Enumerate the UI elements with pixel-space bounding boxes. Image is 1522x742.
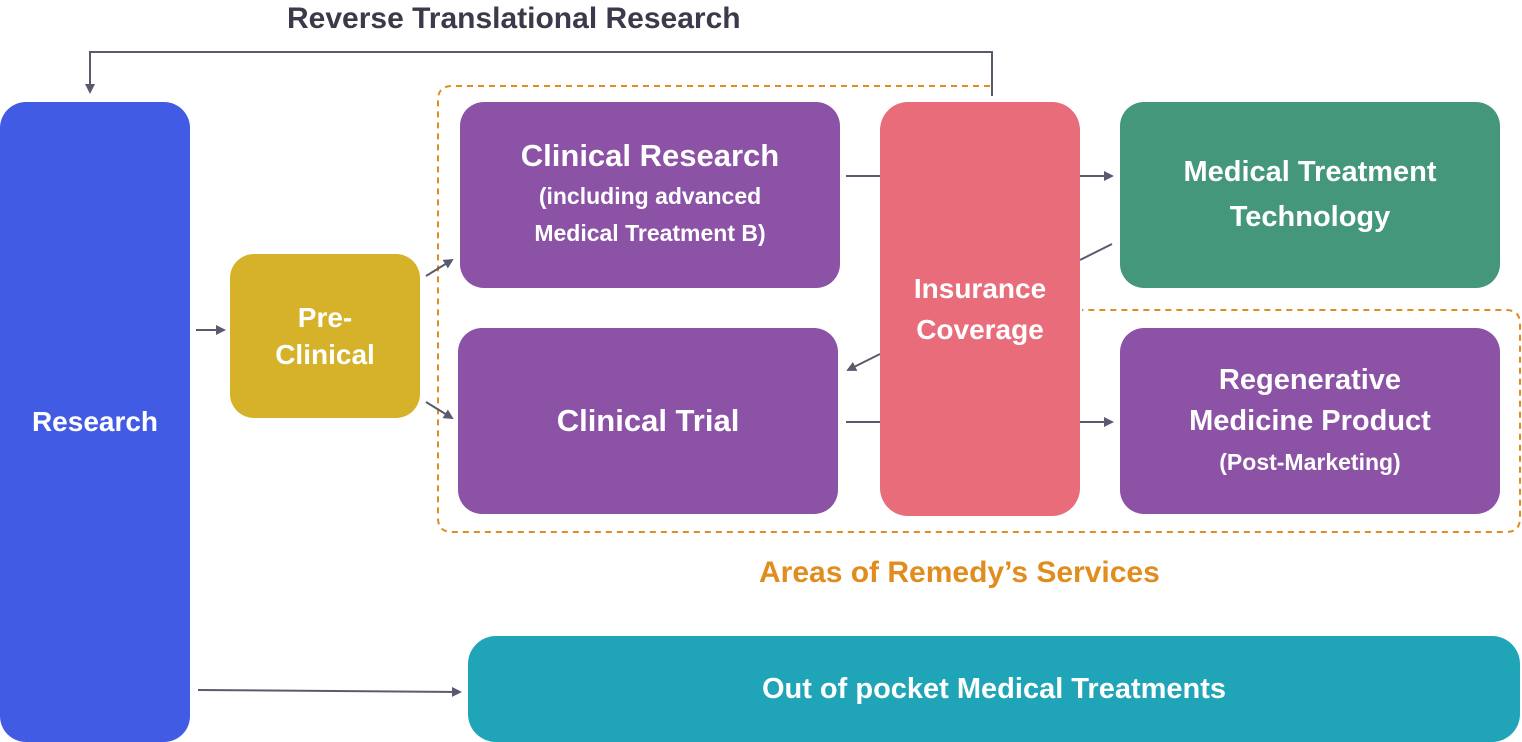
regen-sub-label: (Post-Marketing)	[1219, 448, 1401, 475]
preclinical-label-line2: Clinical	[275, 339, 375, 370]
regen-label-line2: Medicine Product	[1189, 404, 1431, 437]
areas-of-services-label: Areas of Remedy’s Services	[759, 556, 1160, 589]
line-med-tech-to-insurance	[1079, 243, 1113, 261]
research-label: Research	[31, 406, 159, 437]
out-of-pocket-label: Out of pocket Medical Treatments	[761, 672, 1227, 705]
clinical-trial-box: Clinical Trial	[458, 328, 838, 514]
regenerative-medicine-box: Regenerative Medicine Product (Post-Mark…	[1120, 328, 1500, 514]
regen-label-line1: Regenerative	[1218, 363, 1402, 396]
preclinical-box: Pre- Clinical	[230, 254, 420, 418]
research-box: Research	[0, 102, 190, 742]
arrow-insurance-to-clinical-trial	[846, 353, 881, 371]
preclinical-label-line1: Pre-	[297, 302, 353, 333]
clinical-research-sub-line2: Medical Treatment B)	[534, 220, 766, 246]
clinical-research-box: Clinical Research (including advanced Me…	[460, 102, 840, 288]
arrow-preclinical-to-clinical-research	[425, 258, 454, 277]
clinical-research-sub-line1: (including advanced	[538, 183, 762, 209]
arrow-preclinical-to-clinical-trial	[425, 401, 454, 420]
insurance-coverage-box: Insurance Coverage	[880, 102, 1080, 516]
med-tech-label-line2: Technology	[1229, 201, 1391, 233]
med-tech-label-line1: Medical Treatment	[1183, 156, 1437, 188]
clinical-trial-label: Clinical Trial	[556, 403, 740, 438]
areas-boundary-upper	[437, 85, 1521, 533]
clinical-research-title: Clinical Research	[520, 138, 780, 173]
reverse-translational-title: Reverse Translational Research	[287, 2, 741, 35]
insurance-label-line1: Insurance	[913, 273, 1047, 304]
insurance-label-line2: Coverage	[916, 314, 1044, 345]
arrow-research-to-out-of-pocket	[197, 686, 462, 697]
medical-treatment-technology-box: Medical Treatment Technology	[1120, 102, 1500, 288]
reverse-translational-arrow	[85, 51, 993, 96]
out-of-pocket-box: Out of pocket Medical Treatments	[468, 636, 1520, 742]
